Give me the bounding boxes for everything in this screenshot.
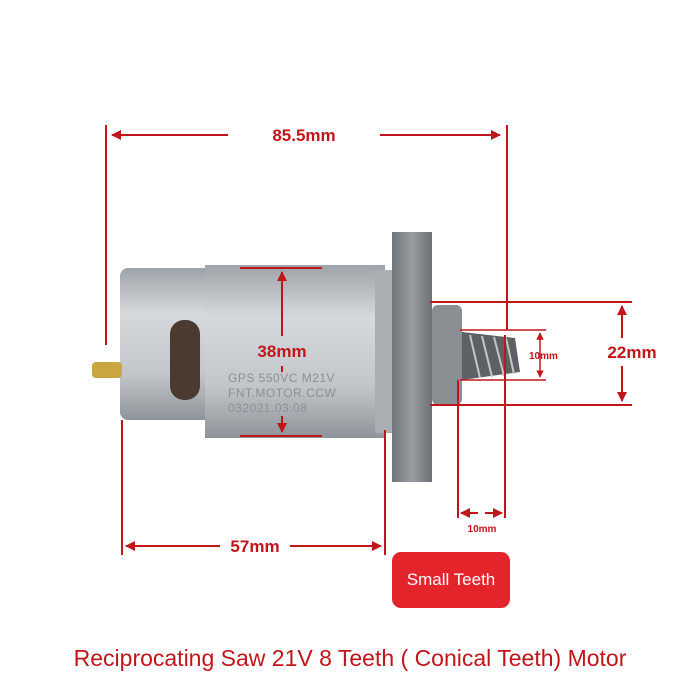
motor-marking-2: FNT.MOTOR.CCW <box>228 386 336 400</box>
motor-marking-3: 032021.03.08 <box>228 401 307 415</box>
motor-marking-1: GPS 550VC M21V <box>228 371 335 385</box>
dimension-lines <box>105 125 632 555</box>
body-diameter-label: 38mm <box>257 342 306 361</box>
small-teeth-badge: Small Teeth <box>392 552 510 608</box>
gear-length-label: 10mm <box>468 524 497 535</box>
product-title: Reciprocating Saw 21V 8 Teeth ( Conical … <box>73 645 627 671</box>
overall-length-label: 85.5mm <box>272 126 335 145</box>
bearing-diameter-label: 22mm <box>607 343 656 362</box>
gear-diameter-label: 10mm <box>529 351 558 362</box>
body-length-label: 57mm <box>230 537 279 556</box>
